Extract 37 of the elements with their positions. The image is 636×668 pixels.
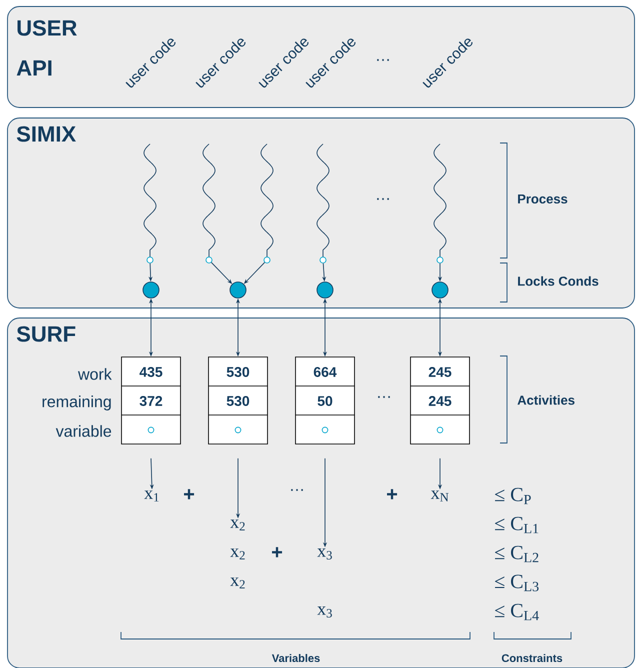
lock-circle [432,282,448,298]
connection-point [146,256,154,264]
ellipsis: … [291,489,303,491]
connection-point [264,256,270,264]
bracket-label: Locks Conds [518,276,598,286]
connection-point [436,256,444,264]
variable: x$_{1}$ [144,490,159,502]
bracket-label: Activities [518,395,574,405]
variable: x$_{2}$ [230,520,245,530]
activity-table: 245 245 [410,356,470,444]
constraint: ≤ C$_{P}$ [495,488,531,504]
bracket-label: Variables [272,654,320,662]
variable: x$_{N}$ [430,490,448,502]
plus-sign: + [184,489,194,500]
ellipsis: … [377,59,389,61]
lock-circle [230,282,246,298]
connection-point [206,256,212,264]
variable: x$_{2}$ [230,578,245,588]
activity-table: 664 50 [295,356,355,444]
variable: x$_{3}$ [317,548,332,560]
plus-sign: + [272,547,282,558]
connection-point [320,256,326,264]
constraint: ≤ C$_{L3}$ [495,574,539,592]
variable: x$_{3}$ [317,606,332,618]
plus-sign: + [387,489,398,500]
activity-table: 530 530 [208,356,268,444]
constraint: ≤ C$_{L1}$ [495,516,538,534]
lock-circle [316,282,334,298]
bracket-label: Process [518,194,568,204]
activity-table: 435 372 [121,356,181,444]
constraint: ≤ C$_{L2}$ [495,546,538,562]
ellipsis: … [377,198,389,200]
variable: x$_{2}$ [230,548,245,560]
constraint: ≤ C$_{L4}$ [495,604,539,620]
lock-circle [142,282,160,298]
bracket-label: Constraints [502,654,562,662]
ellipsis: … [378,396,390,398]
